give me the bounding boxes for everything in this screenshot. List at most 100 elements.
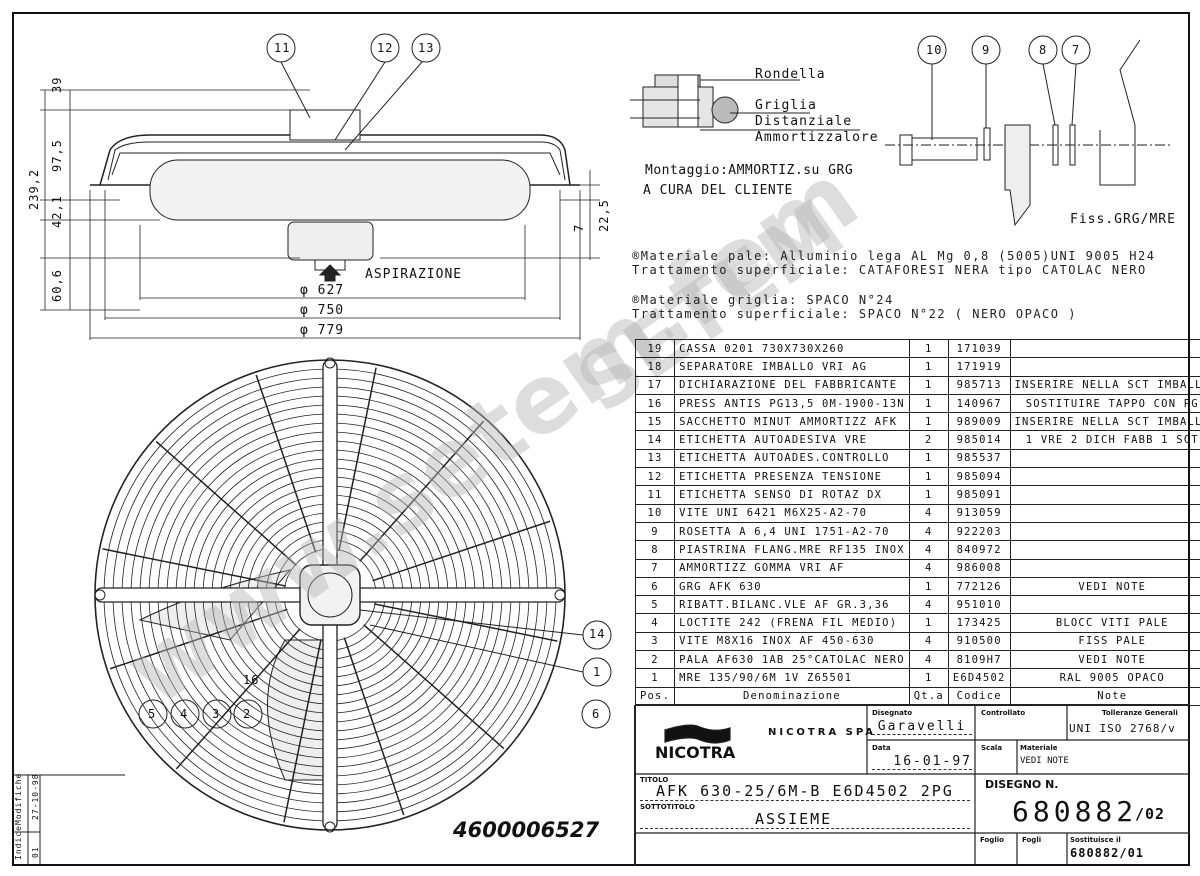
tolerance-label: Tolleranze Generali [1102, 709, 1178, 717]
mount-hole [554, 589, 566, 601]
cell-qty: 1 [908, 668, 949, 688]
callout-circle [170, 699, 200, 729]
scale-label: Scala [981, 744, 1003, 752]
hub-ring [307, 572, 353, 618]
cell-note [1009, 595, 1200, 615]
nicotra-logo: NICOTRA [655, 743, 736, 762]
cell-denominazione: GRG AFK 630 [674, 576, 910, 597]
cell-qty: 1 [908, 467, 949, 487]
cell-qty: 4 [908, 631, 949, 652]
cell-note: RAL 9005 OPACO [1009, 668, 1200, 688]
front-view [40, 357, 612, 833]
cell-code: 985014 [947, 430, 1011, 450]
cell-denominazione: ETICHETTA AUTOADESIVA VRE [674, 430, 910, 450]
cell-pos: 18 [634, 357, 676, 377]
cell-pos: 12 [634, 467, 676, 487]
cell-denominazione: MRE 135/90/6M 1V Z65501 [674, 668, 910, 688]
grille-spoke [255, 374, 317, 553]
date-label: Data [872, 744, 891, 752]
cell-note [1009, 357, 1200, 377]
cell-qty: 1 [908, 357, 949, 377]
serial-number: 4600006527 [453, 818, 600, 842]
callout-circle [202, 699, 232, 729]
cell-denominazione: DICHIARAZIONE DEL FABBRICANTE [674, 375, 910, 395]
callout-13: 13 [418, 41, 435, 55]
cell-denominazione: AMMORTIZZ GOMMA VRI AF [674, 558, 910, 578]
cell-note [1009, 448, 1200, 469]
callout-circle [581, 699, 611, 729]
cell-pos: 11 [634, 485, 676, 505]
drawing-number-label: DISEGNO N. [985, 778, 1059, 791]
intake-label: ASPIRAZIONE [365, 267, 463, 282]
cell-note: INSERIRE NELLA SCT IMBALLO [1009, 412, 1200, 432]
note-line: Trattamento superficiale: SPACO N°22 ( N… [632, 307, 1077, 321]
drawn-value: Garavelli [872, 719, 972, 735]
callout-14: 14 [589, 627, 606, 641]
cell-note: INSERIRE NELLA SCT IMBALLO [1009, 375, 1200, 395]
cell-qty: 1 [908, 613, 949, 633]
replaces-label: Sostituisce il [1070, 836, 1121, 844]
label-distanziale: Distanziale [755, 114, 853, 129]
cell-code: 985537 [947, 448, 1011, 469]
cell-pos: 14 [634, 430, 676, 450]
title-label: TITOLO [640, 776, 669, 784]
index-label: Indice [14, 825, 23, 860]
callout-5: 5 [148, 707, 157, 721]
cell-denominazione: Denominazione [674, 686, 910, 706]
cell-note [1009, 485, 1200, 505]
callout-7: 7 [1072, 43, 1081, 57]
side-view [40, 33, 600, 340]
cell-pos: 9 [634, 521, 676, 542]
cell-note: VEDI NOTE [1009, 576, 1200, 597]
title-value: AFK 630-25/6M-B E6D4502 2PG [640, 782, 970, 801]
cell-denominazione: SEPARATORE IMBALLO VRI AG [674, 357, 910, 377]
sheets-label: Fogli [1022, 836, 1042, 844]
cell-note: SOSTITUIRE TAPPO CON PG [1009, 393, 1200, 414]
cell-code: 171039 [947, 338, 1011, 359]
cell-qty: 4 [908, 650, 949, 670]
cell-denominazione: LOCTITE 242 (FRENA FIL MEDIO) [674, 613, 910, 633]
cell-qty: 4 [908, 595, 949, 615]
cell-denominazione: CASSA 0201 730X730X260 [674, 338, 910, 359]
company-name: NICOTRA SPA [768, 727, 877, 738]
cell-qty: 1 [908, 485, 949, 505]
cell-denominazione: ETICHETTA AUTOADES.CONTROLLO [674, 448, 910, 469]
cell-pos: 17 [634, 375, 676, 395]
callout-circle [138, 699, 168, 729]
dim-diameter-779: φ 779 [300, 323, 345, 338]
cell-denominazione: ROSETTA A 6,4 UNI 1751-A2-70 [674, 521, 910, 542]
cell-pos: 4 [634, 613, 676, 633]
callout-4: 4 [180, 707, 189, 721]
dim-diameter-627: φ 627 [300, 283, 345, 298]
subtitle-value: ASSIEME [640, 810, 970, 829]
grille-spoke [175, 628, 301, 770]
grille-spoke [155, 440, 297, 566]
cell-note [1009, 558, 1200, 578]
cell-qty: 1 [908, 338, 949, 359]
grille-spoke [372, 520, 551, 582]
grille-spoke [363, 624, 505, 750]
note-line: ®Materiale griglia: SPACO N°24 [632, 293, 894, 307]
cell-code: 910500 [947, 631, 1011, 652]
grille-spoke [338, 367, 377, 552]
cell-code: 840972 [947, 540, 1011, 560]
cell-qty: 1 [908, 375, 949, 395]
revision-strip [12, 774, 41, 866]
callout-2: 2 [243, 707, 252, 721]
note-line: ®Materiale pale: Alluminio lega AL Mg 0,… [632, 249, 1156, 263]
drawn-label: Disegnato [872, 709, 912, 717]
tolerance-value: UNI ISO 2768/v [1069, 722, 1176, 735]
dim-22-5: 22,5 [597, 199, 611, 232]
